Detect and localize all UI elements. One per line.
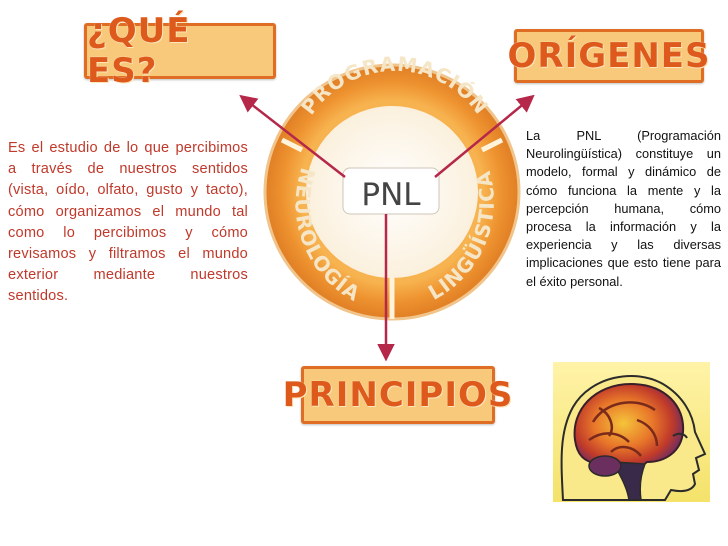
definition-paragraph: Es el estudio de lo que percibimos a tra… xyxy=(8,140,248,305)
brain-illustration xyxy=(553,362,710,502)
principles-box: PRINCIPIOS xyxy=(283,366,512,424)
what-is-box: ¿QUÉ ES? xyxy=(84,11,276,91)
ring-divider-right xyxy=(480,137,504,153)
origins-box: ORÍGENES xyxy=(507,29,710,83)
center-label: PNL xyxy=(361,177,421,213)
origins-paragraph: La PNL (Programación Neurolingüística) c… xyxy=(526,128,721,289)
ring-divider-left xyxy=(280,137,304,153)
arrow-to-what-is xyxy=(239,94,346,178)
center-label-box xyxy=(342,167,440,215)
arrow-to-origins xyxy=(434,94,535,178)
